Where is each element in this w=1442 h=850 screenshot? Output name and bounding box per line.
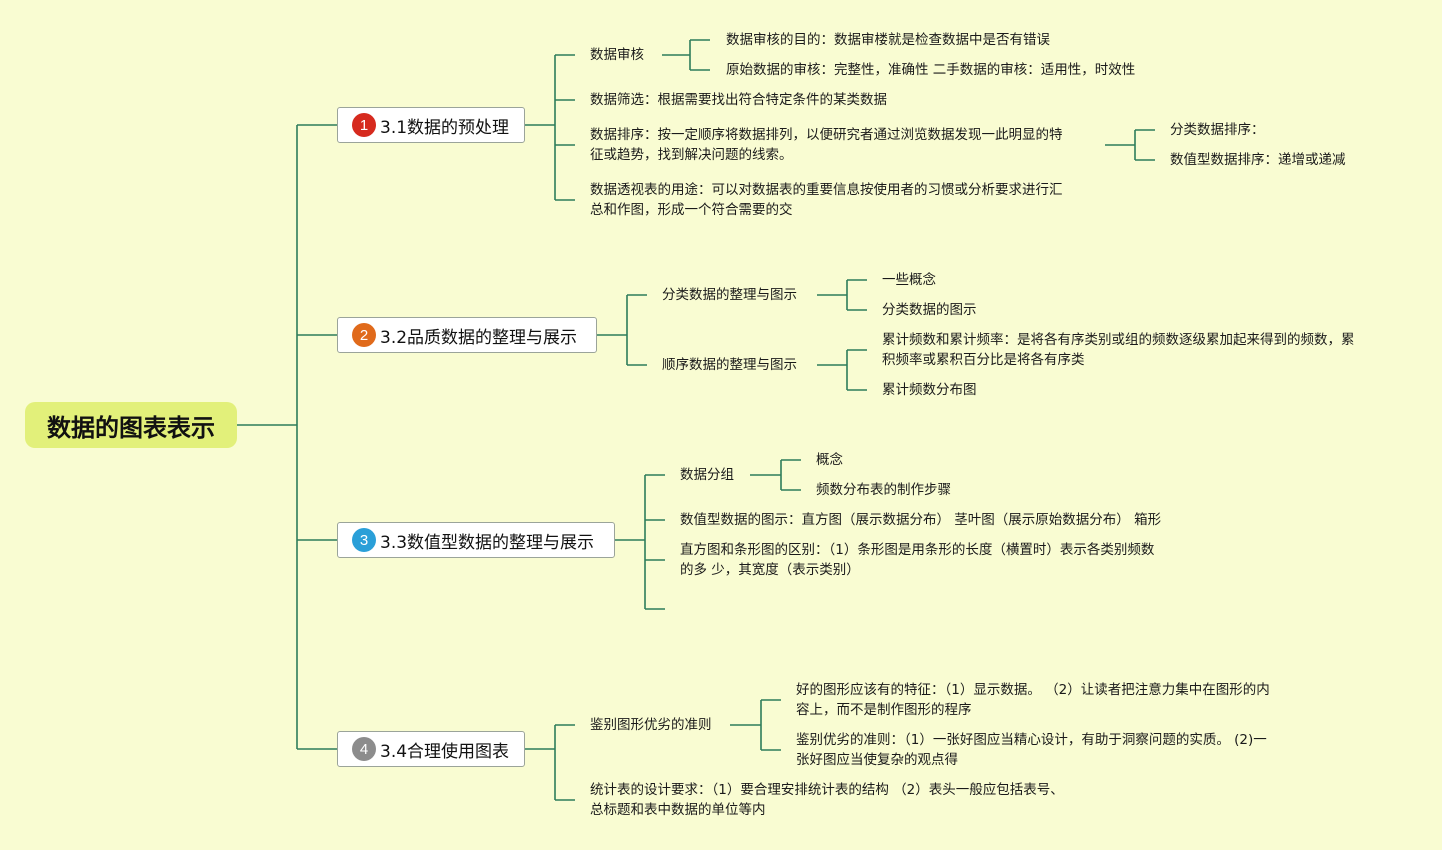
- node-judging-criteria[interactable]: 鉴别优劣的准则：（1）一张好图应当精心设计，有助于洞察问题的实质。 (2)一 张…: [796, 730, 1267, 770]
- text-line: 好的图形应该有的特征：（1）显示数据。 （2）让读者把注意力集中在图形的内: [796, 682, 1270, 698]
- topic-3-2[interactable]: 2 3.2品质数据的整理与展示: [337, 317, 597, 353]
- node-frequency-table-steps[interactable]: 频数分布表的制作步骤: [816, 482, 951, 498]
- node-audit-purpose[interactable]: 数据审核的目的：数据审楼就是检查数据中是否有错误: [726, 32, 1050, 48]
- node-data-grouping[interactable]: 数据分组: [680, 467, 734, 483]
- node-data-audit[interactable]: 数据审核: [590, 47, 644, 63]
- text-line: 张好图应当使复杂的观点得: [796, 752, 958, 768]
- node-data-sort[interactable]: 数据排序：按一定顺序将数据排列，以便研究者通过浏览数据发现一此明显的特 征或趋势…: [590, 125, 1063, 165]
- node-numeric-charts[interactable]: 数值型数据的图示：直方图（展示数据分布） 茎叶图（展示原始数据分布） 箱形: [680, 512, 1162, 528]
- node-concept[interactable]: 概念: [816, 452, 843, 468]
- node-categorical-data[interactable]: 分类数据的整理与图示: [662, 287, 797, 303]
- text-line: 数据排序：按一定顺序将数据排列，以便研究者通过浏览数据发现一此明显的特: [590, 127, 1063, 143]
- node-categorical-sort[interactable]: 分类数据排序：: [1170, 122, 1265, 138]
- node-raw-data-audit[interactable]: 原始数据的审核：完整性，准确性 二手数据的审核：适用性，时效性: [726, 62, 1136, 78]
- text-line: 直方图和条形图的区别：（1）条形图是用条形的长度（横置时）表示各类别频数: [680, 542, 1155, 558]
- node-chart-criteria[interactable]: 鉴别图形优劣的准则: [590, 717, 712, 733]
- number-badge-1: 1: [352, 113, 376, 137]
- text-line: 鉴别优劣的准则：（1）一张好图应当精心设计，有助于洞察问题的实质。 (2)一: [796, 732, 1267, 748]
- node-table-design[interactable]: 统计表的设计要求：（1）要合理安排统计表的结构 （2）表头一般应包括表号、 总标…: [590, 780, 1064, 820]
- text-line: 容上，而不是制作图形的程序: [796, 702, 972, 718]
- text-line: 数据透视表的用途：可以对数据表的重要信息按使用者的习惯或分析要求进行汇: [590, 182, 1063, 198]
- topic-3-3[interactable]: 3 3.3数值型数据的整理与展示: [337, 522, 615, 558]
- node-cumulative-chart[interactable]: 累计频数分布图: [882, 382, 977, 398]
- text-line: 总和作图，形成一个符合需要的交: [590, 202, 793, 218]
- node-pivot-table[interactable]: 数据透视表的用途：可以对数据表的重要信息按使用者的习惯或分析要求进行汇 总和作图…: [590, 180, 1063, 220]
- node-categorical-chart[interactable]: 分类数据的图示: [882, 302, 977, 318]
- text-line: 累计频数和累计频率：是将各有序类别或组的频数逐级累加起来得到的频数，累: [882, 332, 1355, 348]
- topic-3-1[interactable]: 1 3.1数据的预处理: [337, 107, 525, 143]
- text-line: 积频率或累积百分比是将各有序类: [882, 352, 1085, 368]
- node-histogram-vs-bar[interactable]: 直方图和条形图的区别：（1）条形图是用条形的长度（横置时）表示各类别频数 的多 …: [680, 540, 1154, 580]
- text-line: 总标题和表中数据的单位等内: [590, 802, 766, 818]
- number-badge-4: 4: [352, 737, 376, 761]
- topic-label: 3.2品质数据的整理与展示: [380, 327, 578, 348]
- number-badge-2: 2: [352, 323, 376, 347]
- topic-label: 3.3数值型数据的整理与展示: [380, 532, 595, 553]
- root-topic[interactable]: 数据的图表表示: [25, 402, 237, 448]
- text-line: 的多 少，其宽度（表示类别）: [680, 562, 860, 578]
- node-good-chart-features[interactable]: 好的图形应该有的特征：（1）显示数据。 （2）让读者把注意力集中在图形的内 容上…: [796, 680, 1270, 720]
- topic-label: 3.1数据的预处理: [380, 117, 510, 138]
- topic-label: 3.4合理使用图表: [380, 741, 510, 762]
- text-line: 统计表的设计要求：（1）要合理安排统计表的结构 （2）表头一般应包括表号、: [590, 782, 1064, 798]
- number-badge-3: 3: [352, 528, 376, 552]
- node-concepts[interactable]: 一些概念: [882, 272, 936, 288]
- text-line: 征或趋势，找到解决问题的线索。: [590, 147, 793, 163]
- node-ordinal-data[interactable]: 顺序数据的整理与图示: [662, 357, 797, 373]
- node-cumulative-frequency[interactable]: 累计频数和累计频率：是将各有序类别或组的频数逐级累加起来得到的频数，累 积频率或…: [882, 330, 1355, 370]
- node-numeric-sort[interactable]: 数值型数据排序：递增或递减: [1170, 152, 1346, 168]
- node-data-filter[interactable]: 数据筛选：根据需要找出符合特定条件的某类数据: [590, 92, 887, 108]
- topic-3-4[interactable]: 4 3.4合理使用图表: [337, 731, 525, 767]
